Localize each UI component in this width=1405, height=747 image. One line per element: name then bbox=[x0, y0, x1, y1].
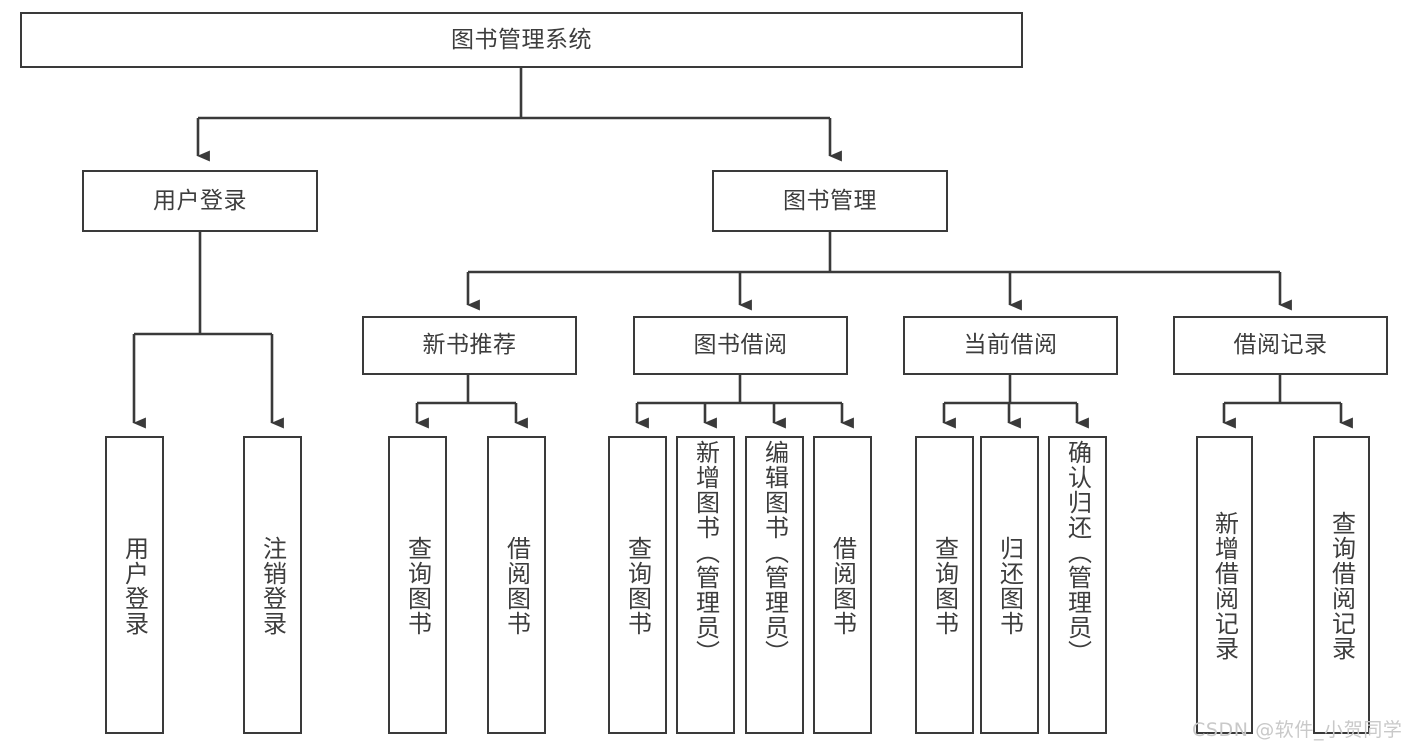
node-root[interactable]: 图书管理系统 bbox=[20, 12, 1023, 68]
node-leaf-query-book-3[interactable]: 查询图书 bbox=[915, 436, 974, 734]
node-book-management[interactable]: 图书管理 bbox=[712, 170, 948, 232]
node-root-label: 图书管理系统 bbox=[451, 26, 592, 53]
node-book-management-label: 图书管理 bbox=[783, 187, 877, 214]
node-leaf-edit-book-label: 编辑图书（管理员） bbox=[760, 440, 789, 665]
node-new-book-recommend[interactable]: 新书推荐 bbox=[362, 316, 577, 375]
node-leaf-return-book[interactable]: 归还图书 bbox=[980, 436, 1039, 734]
node-leaf-borrow-book-2-label: 借阅图书 bbox=[828, 536, 857, 636]
node-leaf-query-record-label: 查询借阅记录 bbox=[1327, 511, 1356, 661]
node-leaf-borrow-book-1-label: 借阅图书 bbox=[502, 536, 531, 636]
node-leaf-query-record[interactable]: 查询借阅记录 bbox=[1313, 436, 1370, 734]
node-leaf-user-login-label: 用户登录 bbox=[120, 536, 149, 636]
node-borrow-record[interactable]: 借阅记录 bbox=[1173, 316, 1388, 375]
csdn-watermark: CSDN @软件_小贺同学 bbox=[1192, 719, 1403, 741]
node-leaf-query-book-2-label: 查询图书 bbox=[623, 536, 652, 636]
node-new-book-recommend-label: 新书推荐 bbox=[422, 332, 517, 359]
node-leaf-add-book-label: 新增图书（管理员） bbox=[691, 440, 720, 665]
node-leaf-confirm-return[interactable]: 确认归还（管理员） bbox=[1048, 436, 1107, 734]
node-leaf-add-book[interactable]: 新增图书（管理员） bbox=[676, 436, 735, 734]
node-leaf-logout-login-label: 注销登录 bbox=[258, 536, 287, 636]
node-borrow-record-label: 借阅记录 bbox=[1233, 332, 1328, 359]
node-user-login[interactable]: 用户登录 bbox=[82, 170, 318, 232]
node-leaf-user-login[interactable]: 用户登录 bbox=[105, 436, 164, 734]
node-book-borrow-label: 图书借阅 bbox=[693, 332, 788, 359]
node-leaf-return-book-label: 归还图书 bbox=[995, 536, 1024, 636]
node-current-borrow-label: 当前借阅 bbox=[963, 332, 1058, 359]
node-current-borrow[interactable]: 当前借阅 bbox=[903, 316, 1118, 375]
node-leaf-query-book-2[interactable]: 查询图书 bbox=[608, 436, 667, 734]
node-leaf-query-book-3-label: 查询图书 bbox=[930, 536, 959, 636]
node-leaf-logout-login[interactable]: 注销登录 bbox=[243, 436, 302, 734]
node-leaf-query-book-1-label: 查询图书 bbox=[403, 536, 432, 636]
node-leaf-confirm-return-label: 确认归还（管理员） bbox=[1063, 440, 1092, 665]
node-leaf-borrow-book-1[interactable]: 借阅图书 bbox=[487, 436, 546, 734]
node-leaf-add-record[interactable]: 新增借阅记录 bbox=[1196, 436, 1253, 734]
node-leaf-add-record-label: 新增借阅记录 bbox=[1210, 511, 1239, 661]
node-leaf-edit-book[interactable]: 编辑图书（管理员） bbox=[745, 436, 804, 734]
node-user-login-label: 用户登录 bbox=[153, 187, 247, 214]
node-leaf-borrow-book-2[interactable]: 借阅图书 bbox=[813, 436, 872, 734]
node-leaf-query-book-1[interactable]: 查询图书 bbox=[388, 436, 447, 734]
node-book-borrow[interactable]: 图书借阅 bbox=[633, 316, 848, 375]
